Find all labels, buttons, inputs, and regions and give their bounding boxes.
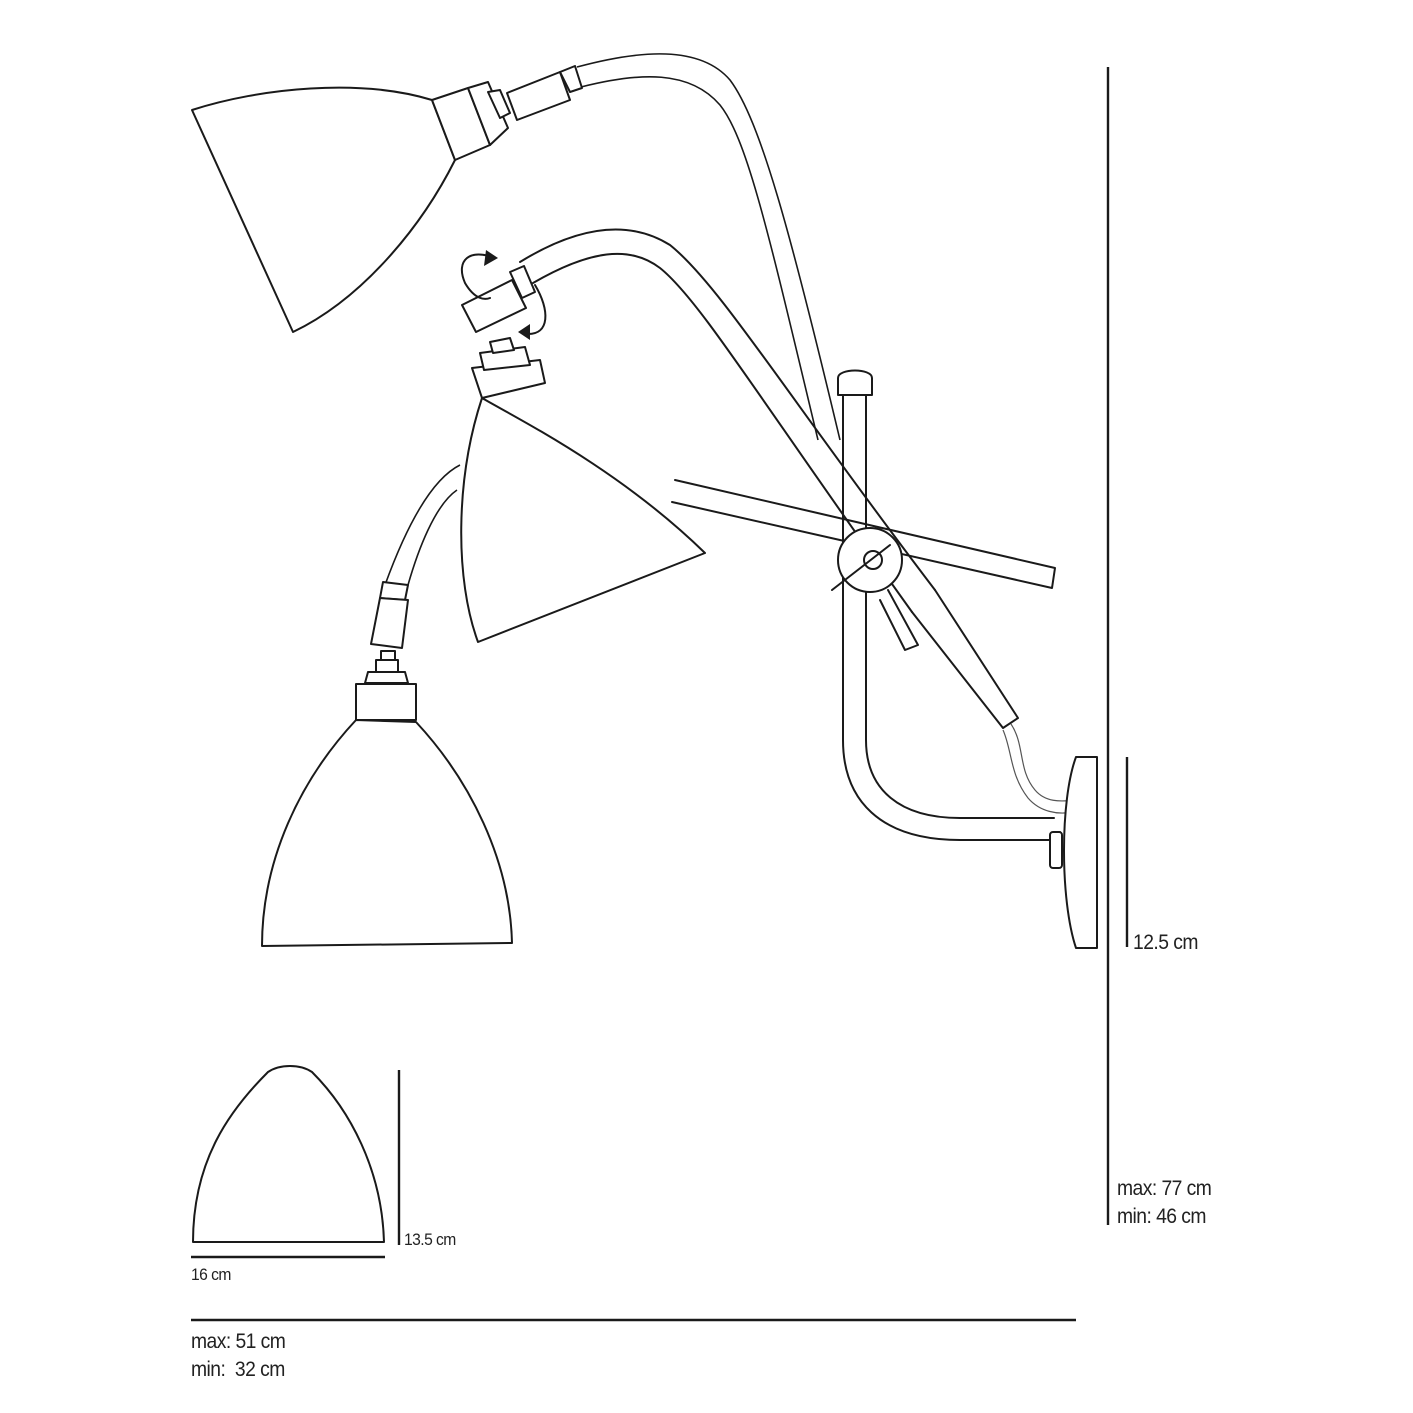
shade-width-label: 16 cm	[191, 1265, 231, 1284]
total-height-max-label: max: 77 cm	[1117, 1177, 1212, 1200]
projection-max-label: max: 51 cm	[191, 1330, 286, 1353]
middle-arm	[519, 228, 936, 613]
shade-raised	[191, 65, 583, 333]
wall-plate-height-label: 12.5 cm	[1133, 931, 1198, 954]
pivot-joint	[831, 527, 903, 593]
rotate-arrow-icon	[518, 324, 530, 340]
projection-min-label: min: 32 cm	[191, 1358, 285, 1381]
vertical-post	[837, 369, 1055, 841]
total-height-min-label: min: 46 cm	[1117, 1205, 1207, 1228]
rotate-arrow-icon	[484, 250, 498, 266]
lower-arm	[370, 464, 461, 649]
wall-plate	[1049, 756, 1098, 949]
shade-middle	[460, 250, 706, 643]
diagonal-rod	[911, 589, 1076, 814]
shade-lowered	[261, 650, 513, 947]
shade-detail	[191, 1065, 401, 1259]
shade-height-label: 13.5 cm	[404, 1230, 456, 1249]
upper-arm-raised	[576, 53, 841, 441]
